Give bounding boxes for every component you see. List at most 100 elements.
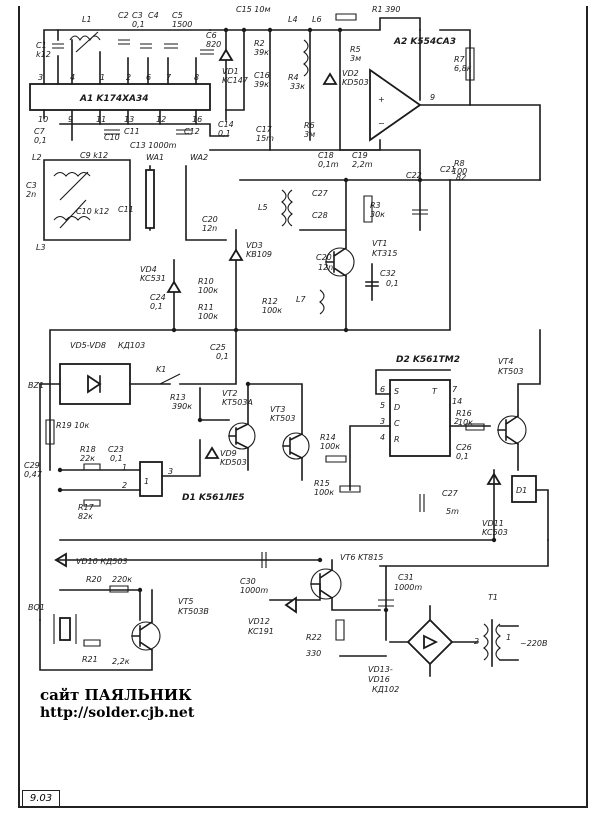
a1-label: A1 K174XA34 — [79, 94, 149, 104]
svg-text:0,1: 0,1 — [132, 20, 145, 29]
svg-text:C32: C32 — [380, 269, 396, 278]
svg-text:T1: T1 — [488, 593, 498, 602]
svg-text:R10: R10 — [198, 277, 214, 286]
svg-text:C7: C7 — [34, 127, 46, 136]
svg-text:2: 2 — [454, 417, 459, 426]
svg-text:0,47: 0,47 — [24, 470, 43, 479]
svg-text:C10 k12: C10 k12 — [76, 207, 109, 216]
svg-text:C25: C25 — [210, 343, 226, 352]
svg-text:VD9: VD9 — [220, 449, 237, 458]
svg-text:1: 1 — [144, 477, 149, 486]
vd1-zener: VD1 KC147 — [218, 29, 249, 121]
svg-text:C: C — [394, 419, 400, 428]
svg-text:R19 10к: R19 10к — [56, 421, 89, 430]
l1-inductor: L1 — [69, 15, 101, 53]
svg-text:L3: L3 — [36, 243, 46, 252]
svg-text:VD10 КД503: VD10 КД503 — [76, 557, 128, 566]
svg-text:VT5: VT5 — [178, 597, 193, 606]
svg-text:2,2m: 2,2m — [352, 160, 373, 169]
svg-text:КД103: КД103 — [118, 341, 145, 350]
svg-text:1: 1 — [100, 73, 105, 82]
svg-text:C3: C3 — [26, 181, 37, 190]
svg-text:100: 100 — [452, 167, 467, 176]
svg-text:D1 K561ЛЕ5: D1 K561ЛЕ5 — [182, 493, 245, 503]
site-title-watermark: сайт ПАЯЛЬНИК — [40, 686, 192, 704]
svg-text:VT3: VT3 — [270, 405, 285, 414]
svg-text:22к: 22к — [80, 454, 95, 463]
svg-text:R5: R5 — [350, 45, 361, 54]
svg-text:4: 4 — [380, 433, 385, 442]
vd3-varicap: VD3 KB109 — [228, 229, 272, 331]
svg-text:VD12: VD12 — [248, 617, 270, 626]
svg-text:KC531: KC531 — [140, 274, 166, 283]
svg-text:1500: 1500 — [172, 20, 192, 29]
vt4-transistor: VT4 KT503 — [497, 357, 527, 446]
svg-text:C9 k12: C9 k12 — [80, 151, 108, 160]
svg-text:100к: 100к — [314, 488, 334, 497]
svg-text:C30: C30 — [240, 577, 256, 586]
svg-text:7: 7 — [452, 385, 458, 394]
svg-text:82: 82 — [456, 173, 466, 182]
svg-text:VT6 KT815: VT6 KT815 — [340, 553, 383, 562]
svg-text:2n: 2n — [26, 190, 36, 199]
svg-text:KD503: KD503 — [342, 78, 369, 87]
svg-text:15m: 15m — [256, 134, 274, 143]
svg-text:39к: 39к — [254, 80, 269, 89]
svg-text:C13 1000m: C13 1000m — [130, 141, 177, 150]
svg-text:82к: 82к — [78, 512, 93, 521]
svg-text:C17: C17 — [256, 125, 273, 134]
svg-text:BQ1: BQ1 — [28, 603, 45, 612]
svg-text:1000m: 1000m — [394, 583, 422, 592]
svg-text:KC147: KC147 — [222, 76, 249, 85]
d1-relay-box: D1 — [511, 475, 537, 503]
svg-text:VD5-VD8: VD5-VD8 — [70, 341, 106, 350]
svg-text:R11: R11 — [198, 303, 214, 312]
svg-text:9: 9 — [68, 115, 73, 124]
svg-text:L7: L7 — [296, 295, 306, 304]
svg-text:16: 16 — [192, 115, 202, 124]
svg-text:L1: L1 — [82, 15, 92, 24]
svg-text:3м: 3м — [304, 130, 315, 139]
svg-text:L4: L4 — [288, 15, 298, 24]
svg-text:30к: 30к — [370, 210, 385, 219]
svg-text:D: D — [394, 403, 400, 412]
svg-text:C24: C24 — [150, 293, 166, 302]
svg-text:VD16: VD16 — [368, 675, 390, 684]
svg-text:VT4: VT4 — [498, 357, 513, 366]
svg-text:R4: R4 — [288, 73, 299, 82]
site-url-watermark: http://solder.cjb.net — [40, 705, 195, 721]
svg-text:C12: C12 — [184, 127, 200, 136]
svg-text:−: − — [378, 119, 385, 128]
svg-text:100к: 100к — [262, 306, 282, 315]
vt1-transistor: VT1 KT315 — [325, 239, 397, 278]
svg-text:D2 K561TM2: D2 K561TM2 — [396, 355, 460, 365]
a1-chip: A1 K174XA34 — [29, 83, 211, 111]
svg-text:4: 4 — [70, 73, 75, 82]
svg-text:1: 1 — [506, 633, 511, 642]
svg-text:K1: K1 — [156, 365, 166, 374]
vd12-zener: VD12 KC191 — [248, 596, 297, 636]
svg-text:R12: R12 — [262, 297, 278, 306]
svg-text:3: 3 — [380, 417, 385, 426]
svg-text:C6: C6 — [206, 31, 217, 40]
svg-text:12: 12 — [156, 115, 166, 124]
svg-text:KT315: KT315 — [372, 249, 397, 258]
vt5-transistor: VT5 KT503B — [131, 597, 209, 652]
svg-text:C22: C22 — [406, 171, 422, 180]
svg-text:C16: C16 — [254, 71, 270, 80]
svg-text:C3: C3 — [132, 11, 143, 20]
d2-flipflop: D2 K561TM2 SD CR T 65 34 714 2 — [380, 355, 462, 457]
svg-text:R21: R21 — [82, 655, 98, 664]
svg-text:C28: C28 — [312, 211, 328, 220]
svg-text:C11: C11 — [124, 127, 140, 136]
svg-text:KC503: KC503 — [482, 528, 508, 537]
svg-text:R22: R22 — [306, 633, 322, 642]
svg-text:R2: R2 — [254, 39, 265, 48]
svg-text:C27: C27 — [312, 189, 329, 198]
svg-text:C20: C20 — [202, 215, 218, 224]
svg-text:R3: R3 — [370, 201, 381, 210]
svg-text:VD3: VD3 — [246, 241, 263, 250]
svg-text:0,1: 0,1 — [218, 129, 231, 138]
svg-text:0,1: 0,1 — [456, 452, 469, 461]
svg-text:R6: R6 — [304, 121, 315, 130]
